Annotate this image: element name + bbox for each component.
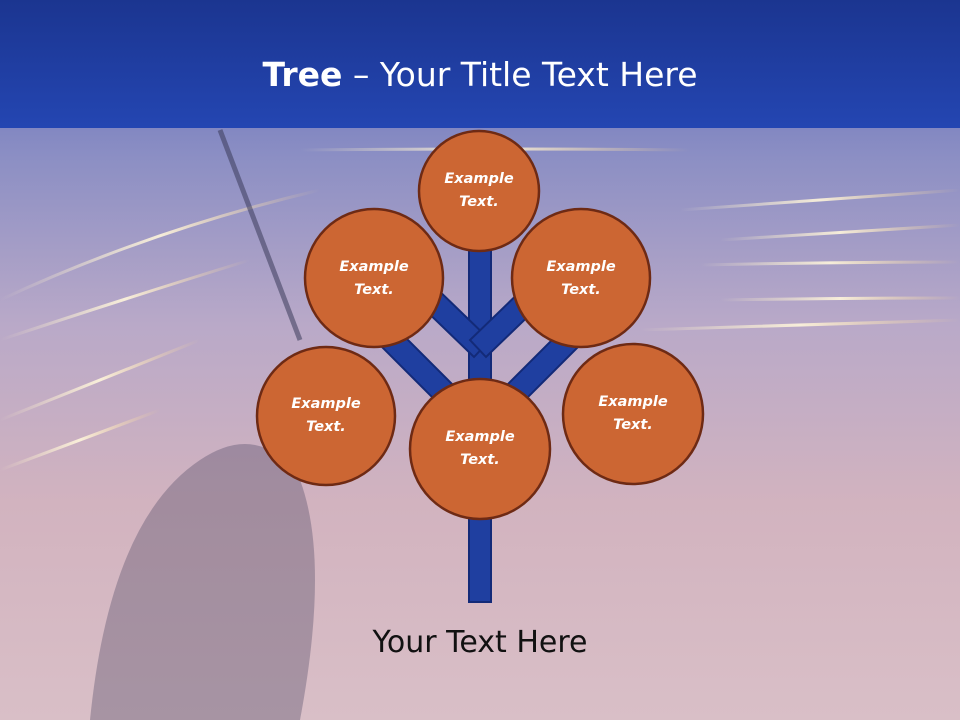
node-lower-left-circle [255,345,397,487]
node-top-label: Example Text. [419,168,539,214]
title-rest: Your Title Text Here [379,55,698,94]
node-top-circle [417,129,541,253]
node-center-label: Example Text. [420,426,540,472]
slide-title: Tree – Your Title Text Here [0,52,960,98]
footer-text: Your Text Here [372,625,588,660]
node-center-line2: Text. [460,452,500,468]
node-lower-left-label: Example Text. [266,393,386,439]
node-upper-right-label: Example Text. [521,256,641,302]
node-upper-left-circle [303,207,445,349]
node-lower-left-line2: Text. [306,419,346,435]
tree-nodes [255,129,705,521]
node-center-line1: Example [445,429,515,445]
node-lower-right-line2: Text. [613,417,653,433]
node-top-line2: Text. [459,194,499,210]
node-lower-right-circle [561,342,705,486]
node-upper-left-label: Example Text. [314,256,434,302]
node-lower-left-line1: Example [291,396,361,412]
node-lower-right-line1: Example [598,394,668,410]
node-top-line1: Example [444,171,514,187]
node-upper-left-line2: Text. [354,282,394,298]
title-separator: – [342,55,380,94]
node-upper-right-line2: Text. [561,282,601,298]
node-lower-right-label: Example Text. [573,391,693,437]
node-upper-left-line1: Example [339,259,409,275]
node-upper-right-line1: Example [546,259,616,275]
title-bar: Tree – Your Title Text Here [0,0,960,128]
node-center-circle [408,377,552,521]
title-bold: Tree [262,55,343,94]
node-upper-right-circle [510,207,652,349]
